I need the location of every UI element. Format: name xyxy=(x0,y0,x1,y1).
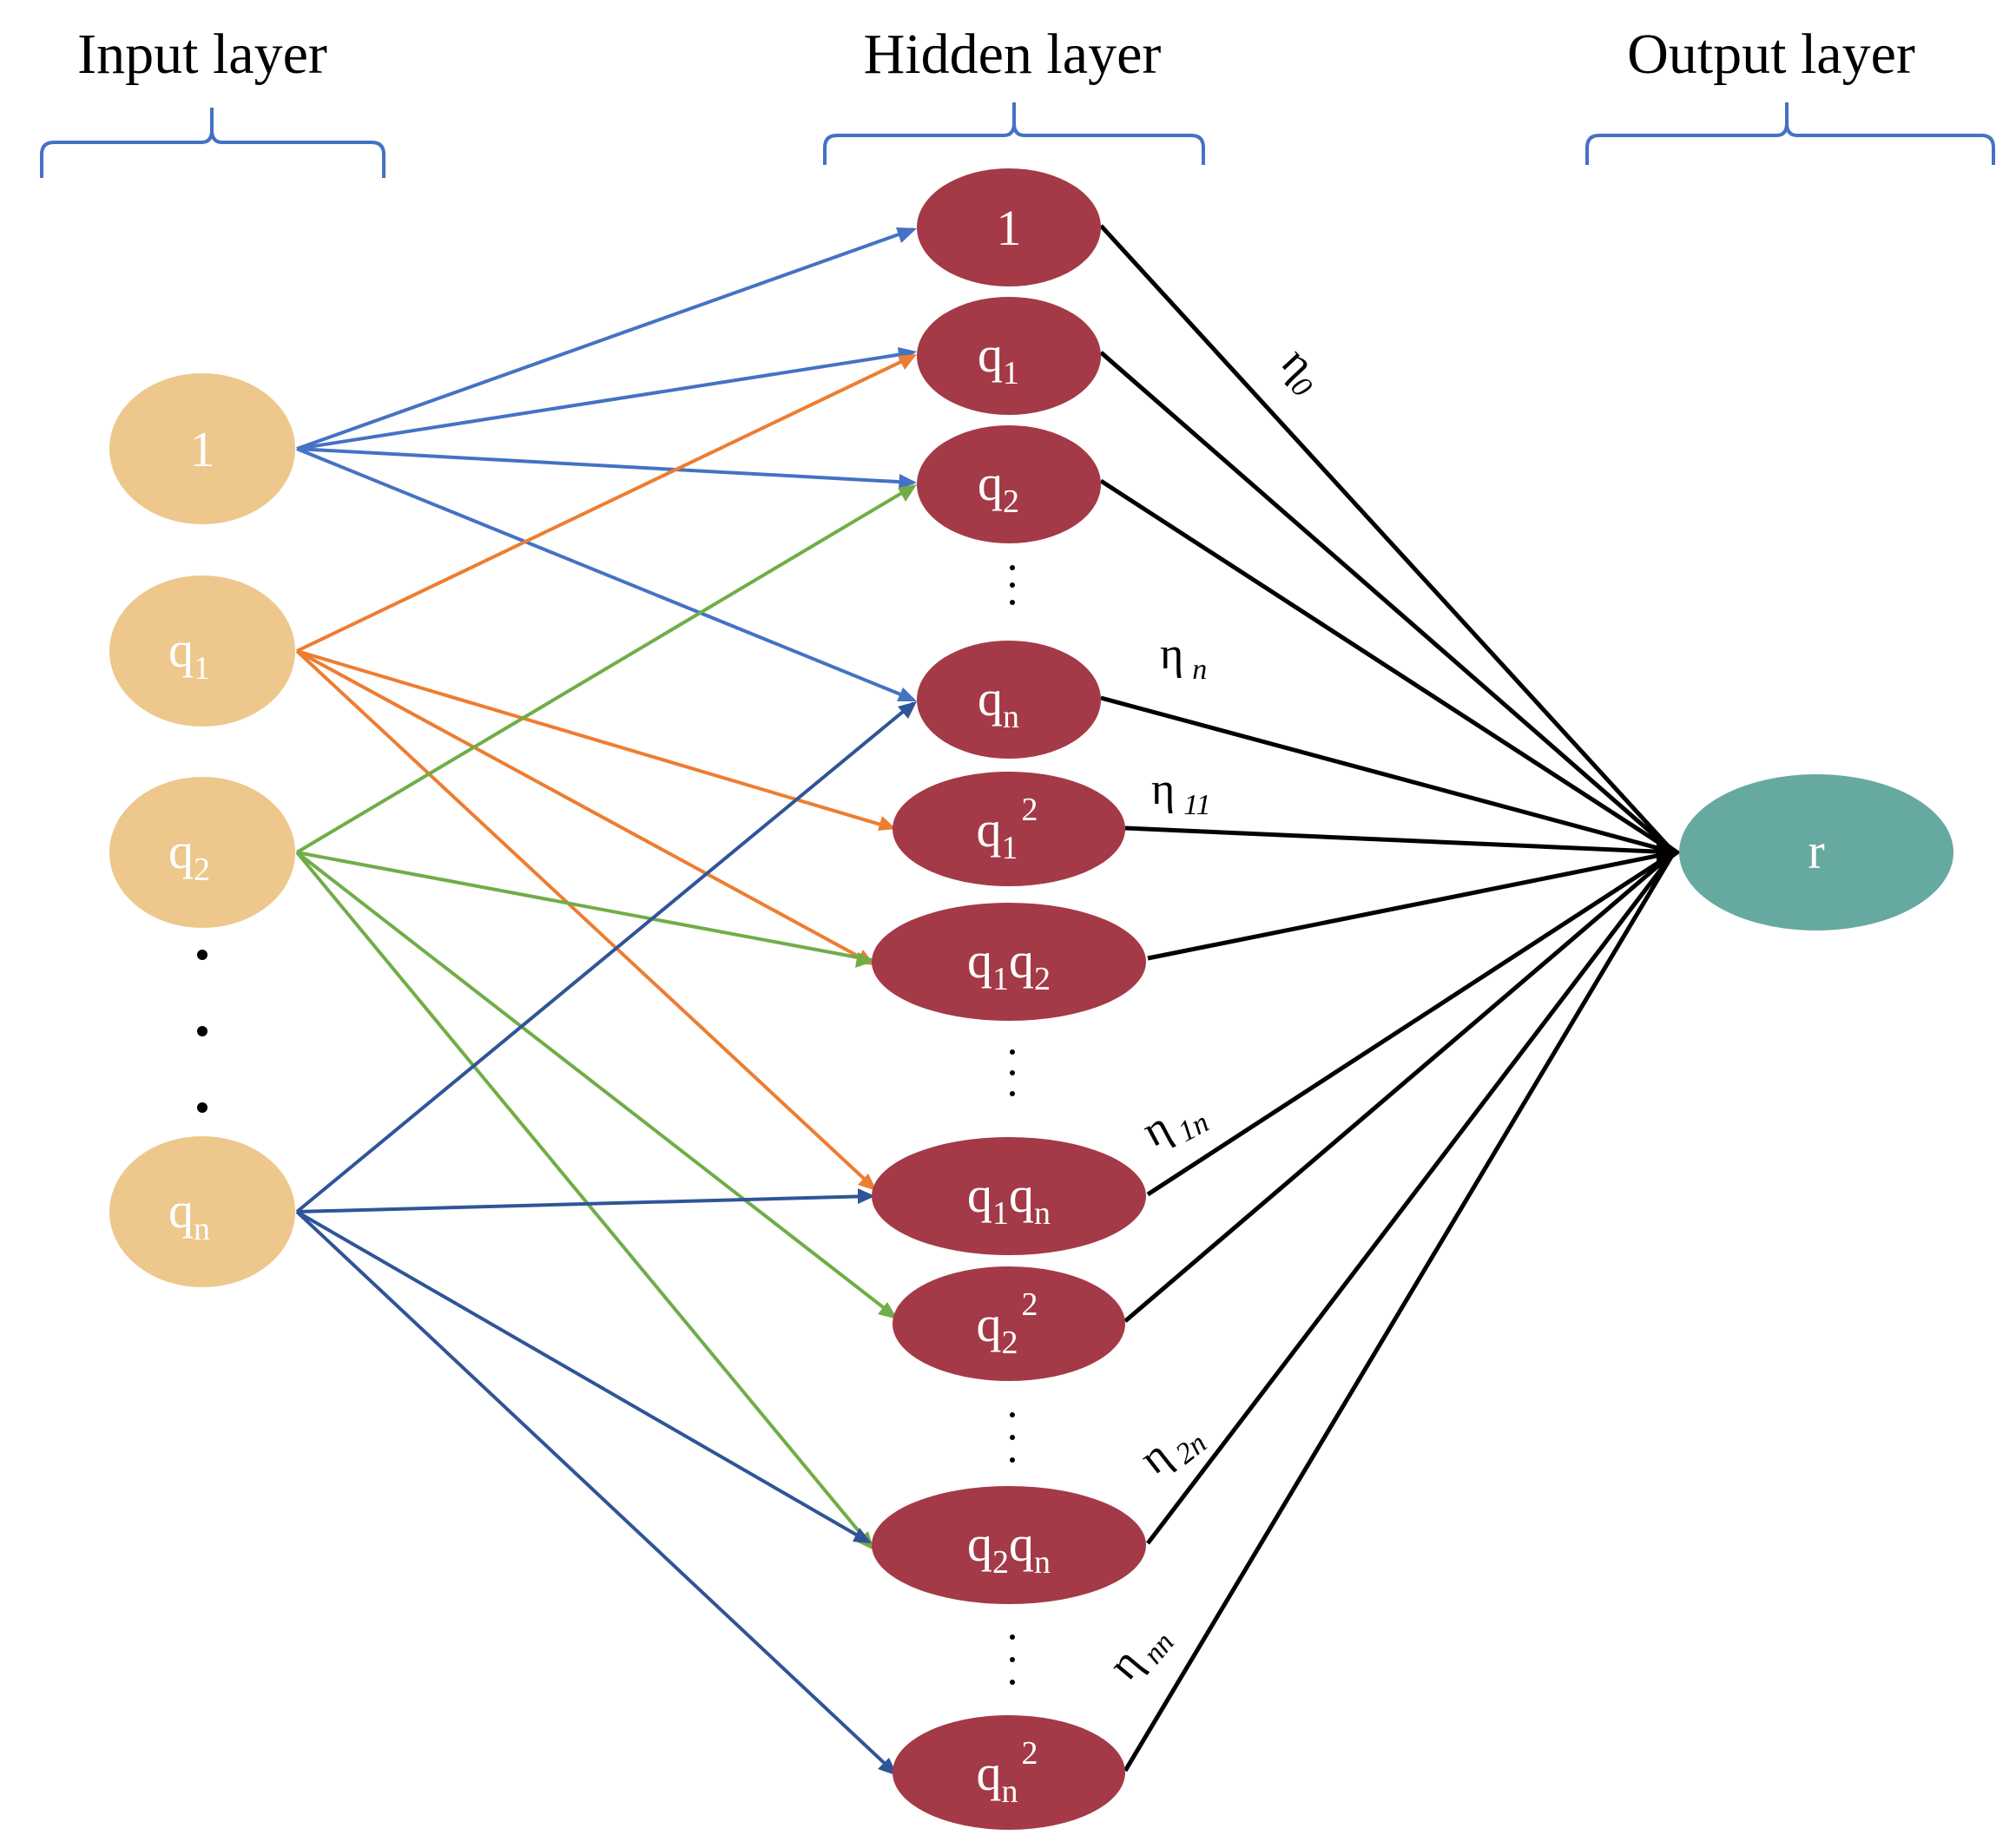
hidden-node-q2qn xyxy=(872,1486,1146,1604)
edge-hq1sq-to-r xyxy=(1124,825,1675,855)
edge-q1-to-hq1 xyxy=(296,354,914,653)
arrowhead-q2-hq2sq xyxy=(878,1302,898,1319)
hidden-node-q1q2 xyxy=(872,903,1146,1021)
arrowhead-q1-hq1sq xyxy=(878,816,896,831)
hidden-node-q2sq xyxy=(893,1266,1125,1381)
arrowhead-q2-hq1q2 xyxy=(855,952,875,968)
hidden-node-qnsq-label: qn2 xyxy=(977,1735,1038,1810)
hidden-node-q2 xyxy=(917,425,1101,543)
hidden-node-q1-label: q1 xyxy=(978,326,1019,391)
edges-to-output xyxy=(1099,224,1677,1772)
hidden-node-1-label: 1 xyxy=(997,200,1022,256)
input-nodes: 1 q1 q2 qn xyxy=(109,373,295,1287)
edges-from-input-q2 xyxy=(295,484,915,1549)
arrowhead-qn-hq1qn xyxy=(858,1188,875,1204)
edge-1-to-hq1 xyxy=(296,351,914,450)
hidden-layer-bracket xyxy=(823,102,1205,165)
edge-1-to-h1 xyxy=(296,227,914,450)
edge-hq1q2-to-r xyxy=(1147,850,1675,961)
edge-hq1-to-r xyxy=(1099,351,1676,854)
output-node-r-label: r xyxy=(1808,823,1824,879)
edge-hq2-to-r xyxy=(1099,478,1676,855)
input-node-q2-label: q2 xyxy=(168,823,210,888)
input-node-1-label: 1 xyxy=(190,421,215,477)
weight-label-eta0: η0 xyxy=(1268,338,1334,403)
hidden-node-q2qn-label: q2qn xyxy=(967,1516,1051,1581)
input-node-1 xyxy=(109,373,295,524)
hidden-node-q1sq-label: q12 xyxy=(977,792,1038,866)
edge-hq2qn-to-r xyxy=(1146,851,1676,1545)
edge-hq2sq-to-r xyxy=(1123,851,1676,1323)
hidden-node-1 xyxy=(917,168,1101,286)
input-node-qn-label: qn xyxy=(168,1182,210,1247)
edge-q2-to-hq2sq xyxy=(295,851,896,1318)
input-node-q1-label: q1 xyxy=(168,621,210,687)
input-layer-bracket xyxy=(40,108,385,178)
arrowhead-1-h1 xyxy=(896,227,917,243)
edge-hq1qn-to-r xyxy=(1146,850,1676,1197)
input-node-q2 xyxy=(109,777,295,928)
arrowhead-q1-hq1 xyxy=(898,354,917,370)
edge-hqnsq-to-r xyxy=(1123,851,1677,1772)
edge-q1-to-hq1qn xyxy=(295,649,875,1189)
edge-q2-to-hq2 xyxy=(295,484,915,854)
edge-1-to-hqn xyxy=(296,447,914,701)
hidden-node-q2-label: q2 xyxy=(978,455,1019,520)
input-node-qn xyxy=(109,1136,295,1287)
edge-h1-to-r xyxy=(1099,224,1676,854)
hidden-layer-title: Hidden layer xyxy=(864,23,1162,86)
hidden-node-q1q2-label: q1q2 xyxy=(967,932,1051,997)
edge-qn-to-hqnsq xyxy=(295,1210,896,1774)
edge-hqn-to-r xyxy=(1100,695,1675,855)
edges-from-input-qn xyxy=(295,701,915,1774)
edge-q1-to-hq1q2 xyxy=(296,649,873,965)
edges-from-input-q1 xyxy=(295,354,914,1189)
input-layer-title: Input layer xyxy=(77,23,327,86)
edge-q1-to-hq1sq xyxy=(296,649,893,830)
arrowhead-q2-hq2 xyxy=(898,484,917,502)
arrowhead-1-hqn xyxy=(897,687,917,701)
arrowhead-qn-hq2qn xyxy=(853,1528,872,1543)
edge-1-to-hq2 xyxy=(296,447,914,484)
hidden-node-qn xyxy=(917,641,1101,759)
input-ellipsis xyxy=(197,950,208,1113)
output-arrowhead xyxy=(1657,835,1681,870)
weight-label-etann: ηnn xyxy=(1099,1611,1181,1693)
arrowhead-q1-hq1qn xyxy=(858,1174,877,1191)
arrowhead-qn-hqn xyxy=(898,701,917,719)
hidden-node-qnsq xyxy=(893,1715,1125,1830)
edge-q2-to-hq2qn xyxy=(295,851,873,1549)
hidden-node-qn-label: qn xyxy=(978,670,1019,735)
edge-q2-to-hq1q2 xyxy=(296,851,873,962)
edge-qn-to-hqn xyxy=(295,701,915,1213)
weight-label-eta1n: η1n xyxy=(1135,1085,1215,1163)
hidden-node-q1 xyxy=(917,297,1101,415)
arrowhead-1-hq2 xyxy=(899,474,917,490)
hidden-ellipses xyxy=(1010,565,1015,1685)
edge-qn-to-hq1qn xyxy=(296,1194,873,1213)
output-node-r xyxy=(1679,774,1953,931)
hidden-nodes: 1 q1 q2 qn q12 q1q2 q1qn q22 q2qn qn2 xyxy=(872,168,1146,1830)
hidden-node-q1qn xyxy=(872,1137,1146,1255)
edges-from-input-1 xyxy=(296,227,914,701)
edge-qn-to-hq2qn xyxy=(295,1210,870,1543)
output-layer-title: Output layer xyxy=(1627,23,1915,86)
hidden-node-q1sq xyxy=(893,772,1125,886)
output-layer-bracket xyxy=(1585,102,1995,165)
hidden-node-q2sq-label: q22 xyxy=(977,1286,1038,1361)
input-node-q1 xyxy=(109,575,295,727)
hidden-node-q1qn-label: q1qn xyxy=(967,1167,1051,1232)
